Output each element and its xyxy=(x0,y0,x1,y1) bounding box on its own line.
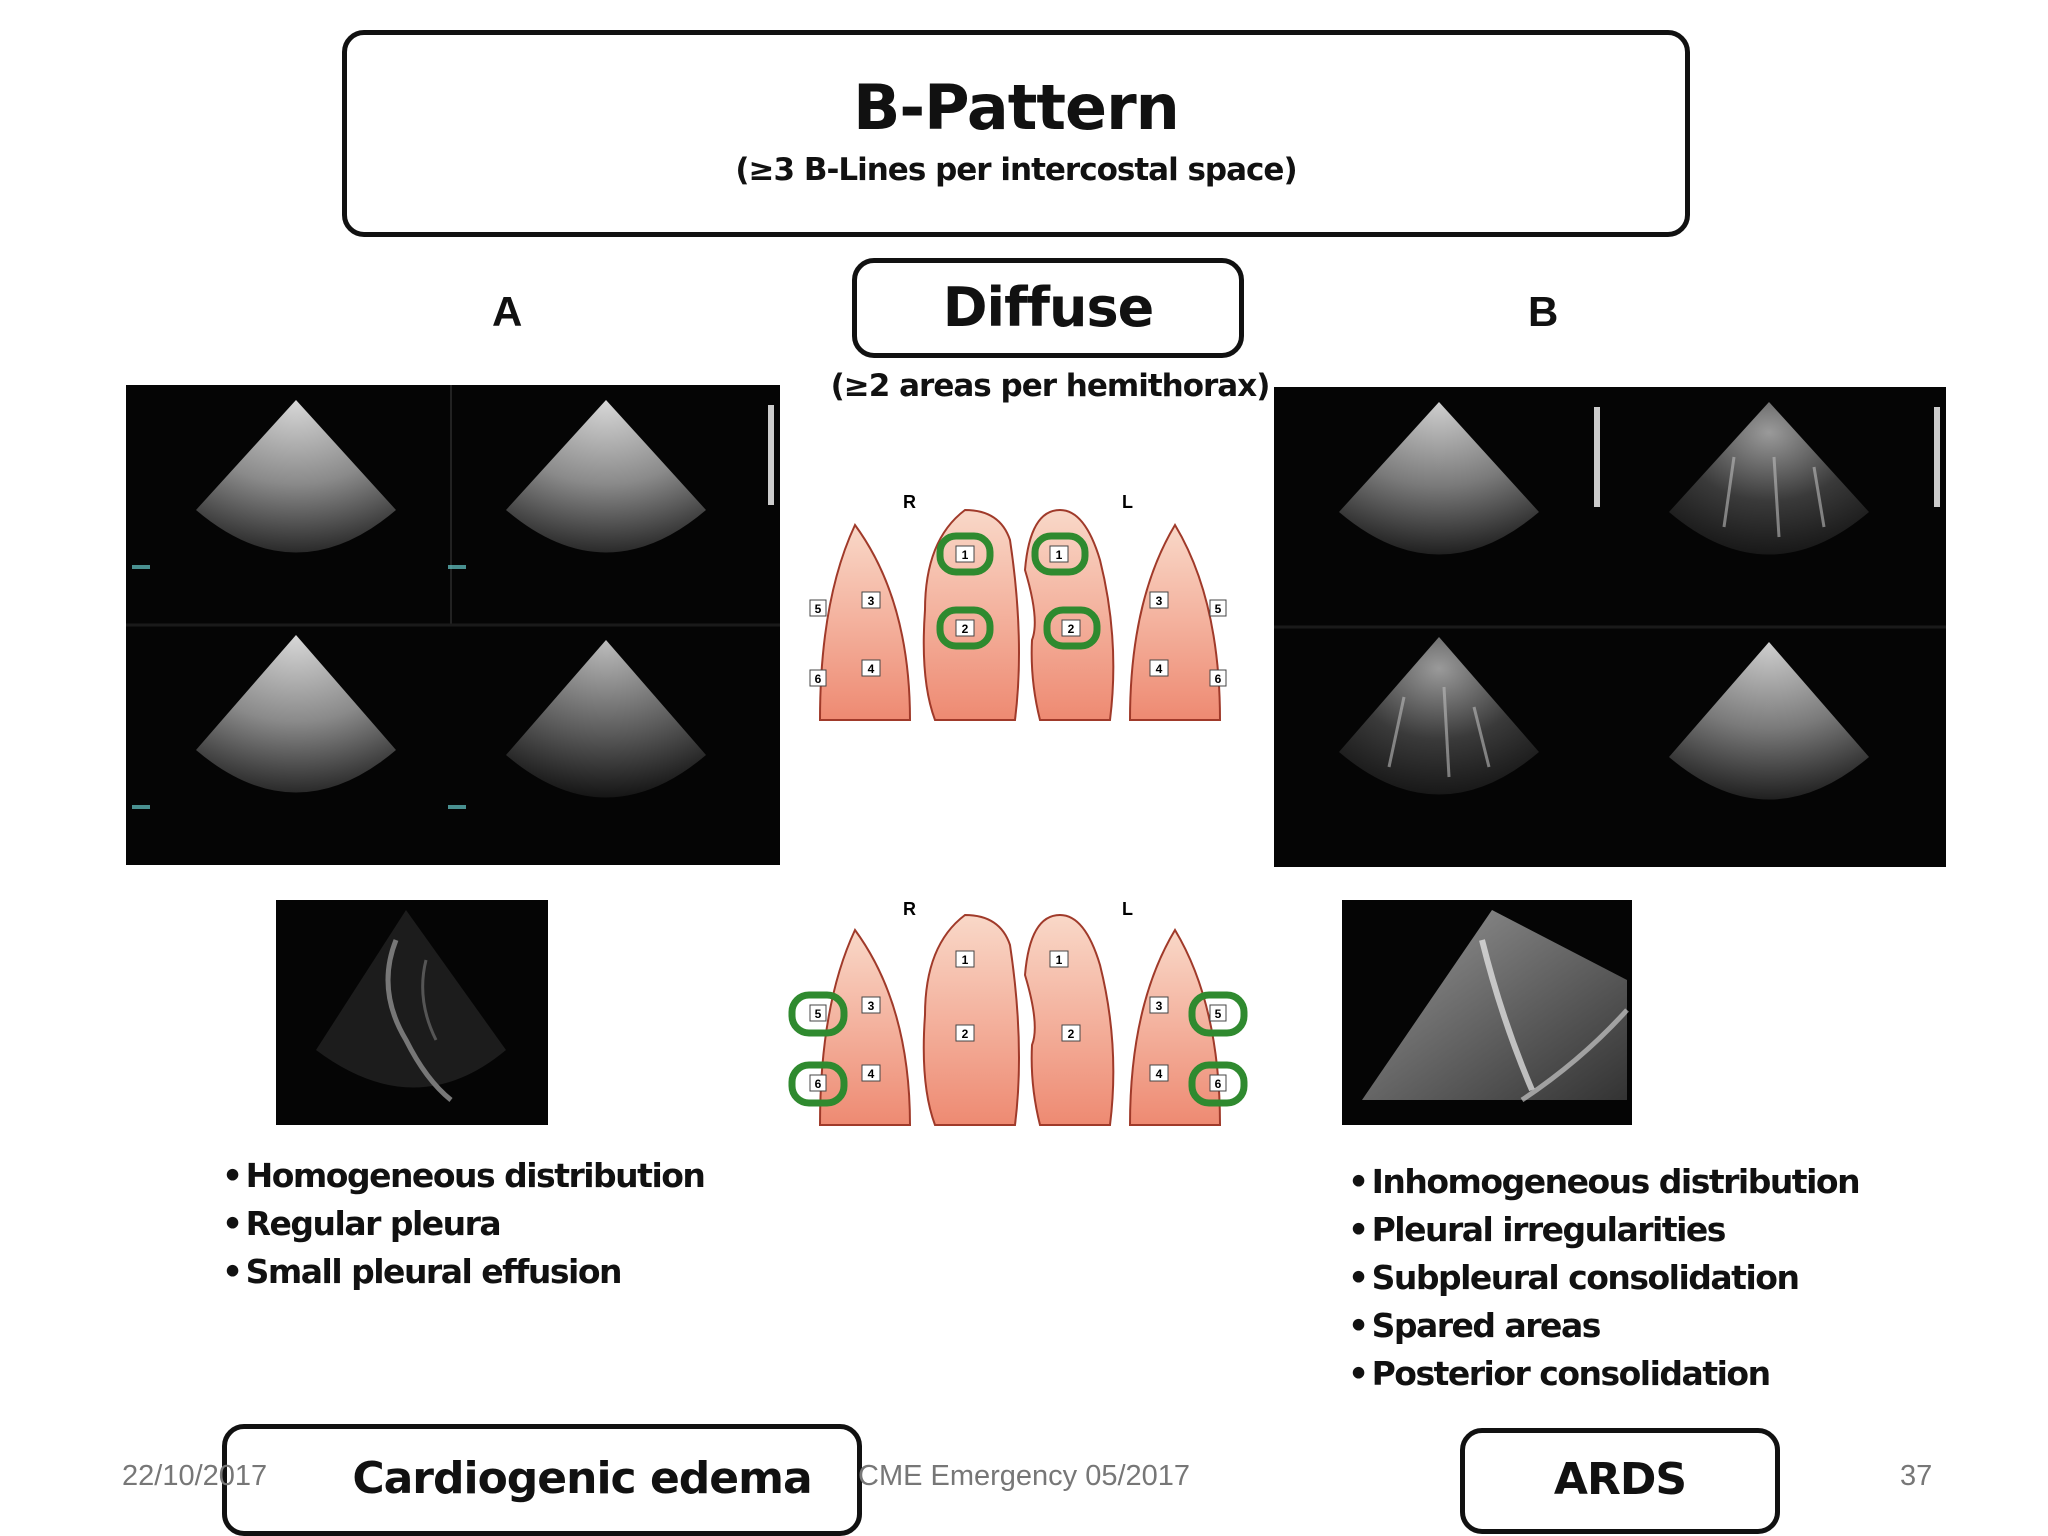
highlight-rings-bottom xyxy=(788,991,1248,1107)
svg-text:4: 4 xyxy=(1156,662,1163,676)
svg-text:3: 3 xyxy=(868,594,875,608)
footer-date: 22/10/2017 xyxy=(122,1460,268,1492)
bullet-item: Subpleural consolidation xyxy=(1348,1254,1859,1302)
lung-map-bottom: R L 3 4 5 6 1 2 1 2 3 4 5 6 xyxy=(780,895,1260,1195)
svg-text:3: 3 xyxy=(868,999,875,1013)
bullet-item: Regular pleura xyxy=(222,1200,704,1248)
lung-side-l: L xyxy=(1122,492,1133,512)
zone-5-right: 5 xyxy=(815,1007,822,1021)
svg-text:6: 6 xyxy=(1215,1077,1222,1091)
ultrasound-images-a xyxy=(126,385,780,809)
highlight-rings-top xyxy=(936,532,1101,650)
svg-text:4: 4 xyxy=(868,1067,875,1081)
lung-map-top: R L 3 4 5 6 1 2 1 2 3 4 5 6 xyxy=(800,480,1250,780)
svg-text:2: 2 xyxy=(1068,622,1075,636)
panel-b-letter: B xyxy=(1528,288,1559,335)
us-image-a1 xyxy=(196,385,452,625)
zone-1-right: 1 xyxy=(962,548,969,562)
svg-text:1: 1 xyxy=(962,953,969,967)
us-image-a2 xyxy=(506,400,706,553)
svg-text:6: 6 xyxy=(1215,672,1222,686)
bullet-item: Small pleural effusion xyxy=(222,1248,704,1296)
lung-side-r-bottom: R xyxy=(903,899,916,919)
bullet-item: Homogeneous distribution xyxy=(222,1152,706,1200)
panel-b-consolidation-image xyxy=(1342,900,1632,1125)
svg-text:4: 4 xyxy=(1156,1067,1163,1081)
footer-page-number: 37 xyxy=(1900,1460,1933,1492)
panel-a-letter: A xyxy=(492,288,523,335)
us-image-a4 xyxy=(506,640,706,798)
title-box: B-Pattern (≥3 B-Lines per intercostal sp… xyxy=(342,30,1690,237)
bullet-item: Pleural irregularities xyxy=(1348,1206,1859,1254)
svg-text:3: 3 xyxy=(1156,594,1163,608)
footer-event: CME Emergency 05/2017 xyxy=(858,1460,1191,1492)
cardiogenic-edema-box: Cardiogenic edema xyxy=(222,1424,862,1536)
bullet-item: Posterior consolidation xyxy=(1348,1350,1859,1398)
diffuse-subtitle: (≥2 areas per hemithorax) xyxy=(830,368,1271,404)
ultrasound-images-b xyxy=(1274,402,1946,800)
svg-text:4: 4 xyxy=(868,662,875,676)
svg-text:2: 2 xyxy=(962,1027,969,1041)
svg-text:5: 5 xyxy=(1215,602,1222,616)
cardiogenic-edema-label: Cardiogenic edema xyxy=(352,1453,812,1504)
us-image-a3 xyxy=(196,635,396,793)
panel-a-ultrasound-grid xyxy=(126,385,780,865)
panel-a-bullets: Homogeneous distribution Regular pleura … xyxy=(222,1152,706,1296)
svg-text:6: 6 xyxy=(815,672,822,686)
slide-subtitle: (≥3 B-Lines per intercostal space) xyxy=(735,152,1297,188)
lung-side-r: R xyxy=(903,492,916,512)
diffuse-box: Diffuse xyxy=(852,258,1244,358)
slide-title: B-Pattern xyxy=(853,71,1180,144)
ards-box: ARDS xyxy=(1460,1428,1780,1534)
svg-text:3: 3 xyxy=(1156,999,1163,1013)
lung-side-l-bottom: L xyxy=(1122,899,1133,919)
svg-text:1: 1 xyxy=(1056,548,1063,562)
panel-b-ultrasound-grid xyxy=(1274,387,1946,867)
bullet-item: Spared areas xyxy=(1348,1302,1859,1350)
svg-text:5: 5 xyxy=(1215,1007,1222,1021)
svg-text:5: 5 xyxy=(815,602,822,616)
panel-a-effusion-image xyxy=(276,900,548,1125)
svg-text:2: 2 xyxy=(1068,1027,1075,1041)
panel-b-bullets: Inhomogeneous distribution Pleural irreg… xyxy=(1348,1158,1861,1398)
svg-text:1: 1 xyxy=(1056,953,1063,967)
zone-6-right: 6 xyxy=(815,1077,822,1091)
bullet-item: Inhomogeneous distribution xyxy=(1348,1158,1861,1206)
zone-2-right: 2 xyxy=(962,622,969,636)
